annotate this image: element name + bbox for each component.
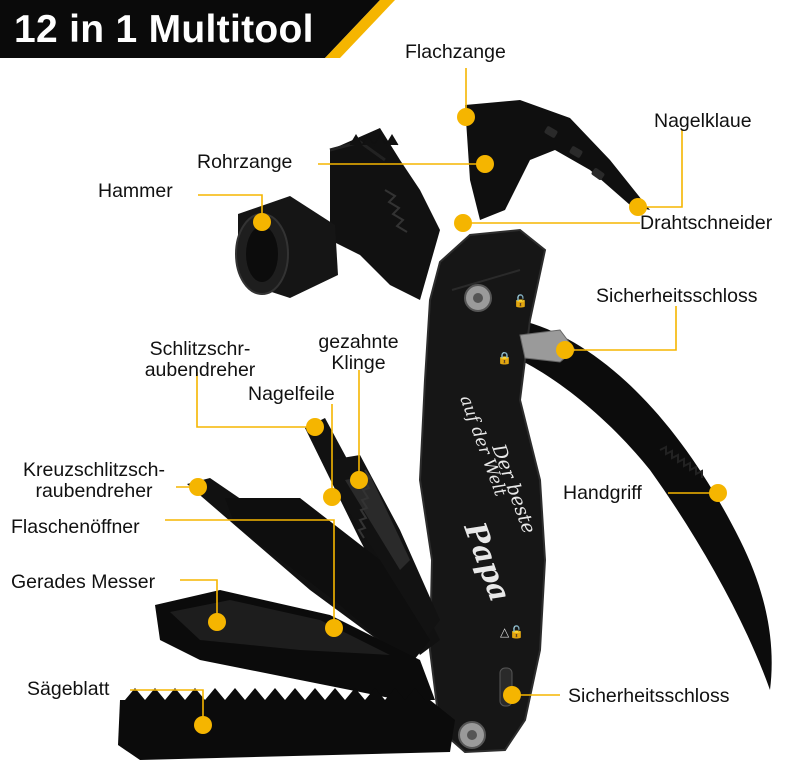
saw-blade <box>118 700 455 760</box>
claw <box>465 100 650 220</box>
label-hammer: Hammer <box>98 180 173 202</box>
label-gezahnte-line2: Klinge <box>331 352 386 375</box>
svg-text:△🔓: △🔓 <box>500 625 524 639</box>
label-kreuz-line2: raubendreher <box>35 480 153 503</box>
label-schlitz-line1: Schlitzschr- <box>149 338 251 360</box>
label-gezahnte-line1: gezahnte <box>318 331 399 353</box>
label-sicherheitsschloss-top: Sicherheitsschloss <box>596 285 758 307</box>
main-handle: 🔓 🔒 △🔓 Der beste auf der Welt Papa <box>418 228 576 754</box>
label-flachzange: Flachzange <box>405 41 506 63</box>
callout-dots <box>189 108 727 734</box>
label-nagelfeile: Nagelfeile <box>248 383 335 405</box>
svg-text:🔒: 🔒 <box>497 351 512 365</box>
label-schlitzschraubendreher: Schlitzschr- aubendreher <box>131 338 269 382</box>
page-title: 12 in 1 Multitool <box>14 8 314 51</box>
label-kreuzschlitzschraubendreher: Kreuzschlitzsch- raubendreher <box>6 459 182 503</box>
handle-blade <box>520 320 772 690</box>
svg-text:🔓: 🔓 <box>513 294 528 308</box>
label-flaschenoeffner: Flaschenöffner <box>11 516 140 538</box>
label-schlitz-line2: aubendreher <box>144 359 256 382</box>
bottle-opener <box>225 498 430 665</box>
label-nagelklaue: Nagelklaue <box>654 110 752 132</box>
label-saegeblatt: Sägeblatt <box>27 678 110 700</box>
label-drahtschneider: Drahtschneider <box>640 212 773 234</box>
label-gerades-messer: Gerades Messer <box>11 571 156 593</box>
label-kreuz-line1: Kreuzschlitzsch- <box>23 459 165 481</box>
label-sicherheitsschloss-bottom: Sicherheitsschloss <box>568 685 730 707</box>
label-gezahnte-klinge: gezahnte Klinge <box>306 331 411 375</box>
label-handgriff: Handgriff <box>563 482 642 504</box>
label-rohrzange: Rohrzange <box>197 151 293 173</box>
